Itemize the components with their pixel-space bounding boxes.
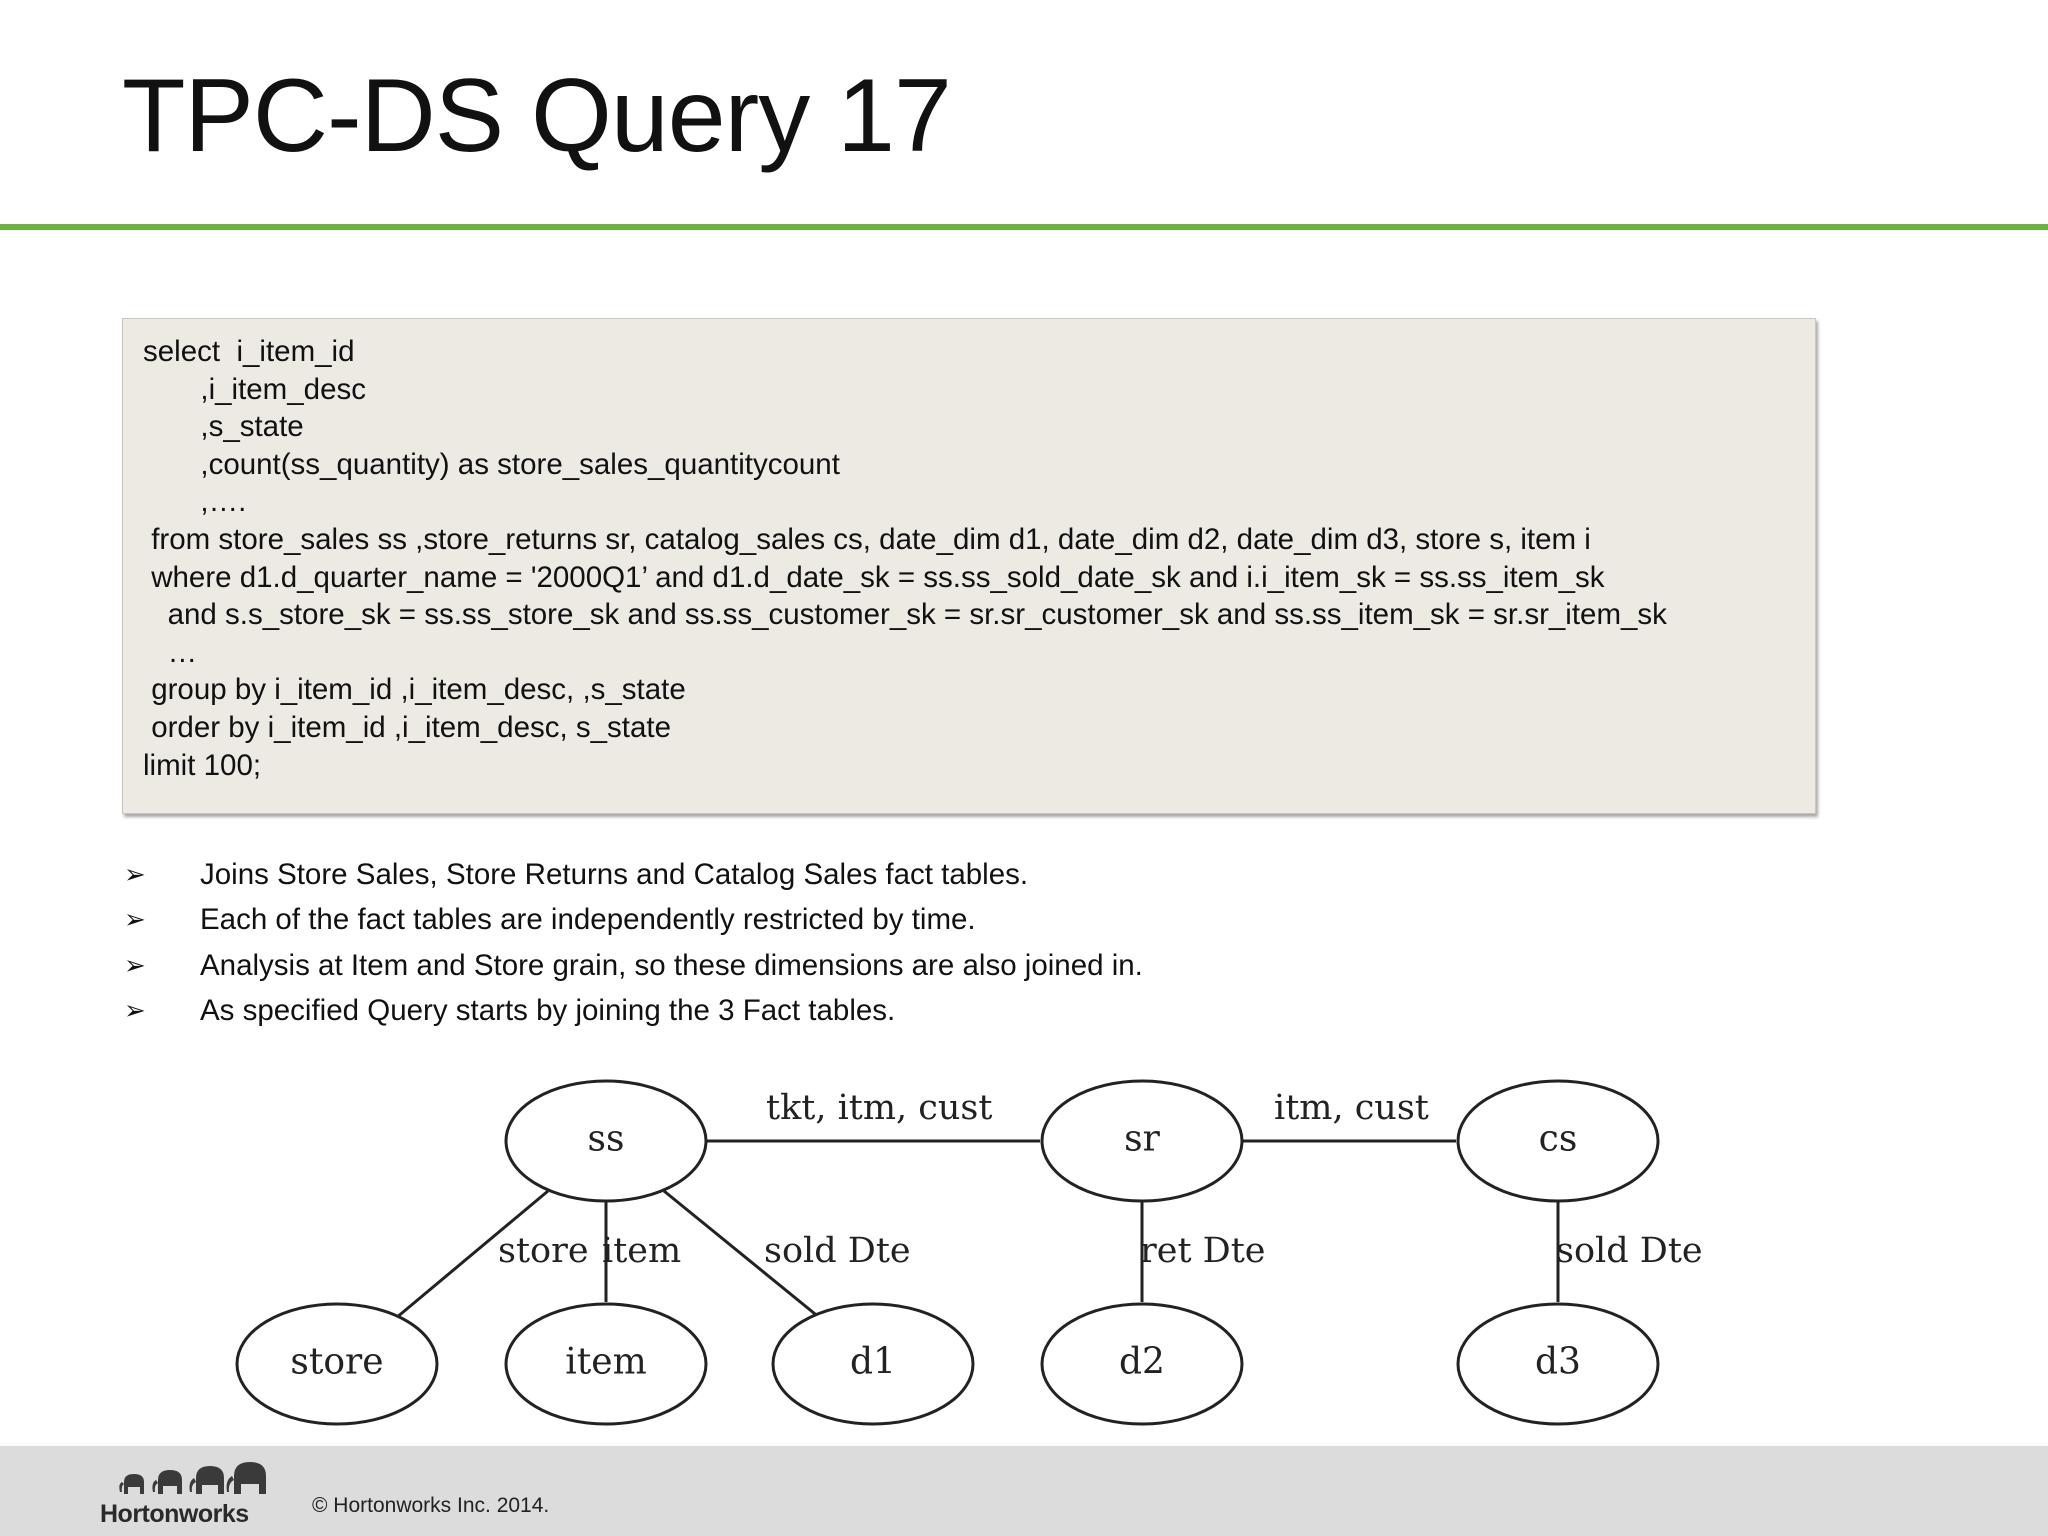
code-line: order by i_item_id ,i_item_desc, s_state — [143, 710, 671, 744]
node-label-d2: d2 — [1119, 1342, 1165, 1383]
edge-label-sr-d2: ret Dte — [1140, 1231, 1265, 1271]
bullet-text: Analysis at Item and Store grain, so the… — [200, 948, 1143, 982]
arrow-bullet-icon: ➢ — [124, 994, 146, 1025]
node-label-store: store — [290, 1342, 383, 1383]
slide-title: TPC-DS Query 17 — [122, 58, 952, 174]
edge-label-ss-item: item — [602, 1231, 681, 1271]
node-d2 — [1040, 1302, 1244, 1426]
code-line: ,count(ss_quantity) as store_sales_quant… — [143, 447, 840, 481]
hortonworks-logo: Hortonworks — [100, 1460, 270, 1528]
edge-label-ss-store: store — [498, 1231, 589, 1271]
node-cs — [1456, 1079, 1660, 1203]
code-line: group by i_item_id ,i_item_desc, ,s_stat… — [143, 673, 686, 707]
bullet-text: Joins Store Sales, Store Returns and Cat… — [200, 858, 1029, 891]
node-ss — [504, 1079, 708, 1203]
elephant-herd-icon — [119, 1462, 266, 1494]
arrow-bullet-icon: ➢ — [124, 949, 146, 980]
code-line: select i_item_id — [143, 335, 355, 368]
node-label-sr: sr — [1124, 1119, 1160, 1160]
node-label-ss: ss — [588, 1119, 625, 1160]
title-divider — [0, 224, 2048, 230]
edge-label-ss-d1: sold Dte — [764, 1231, 911, 1271]
node-label-d1: d1 — [850, 1342, 896, 1383]
code-line: and s.s_store_sk = ss.ss_store_sk and ss… — [143, 598, 1667, 632]
code-line: from store_sales ss ,store_returns sr, c… — [143, 522, 1591, 556]
node-item — [504, 1302, 708, 1426]
node-label-item: item — [565, 1342, 646, 1383]
edge-label-ss-sr: tkt, itm, cust — [766, 1088, 992, 1128]
node-label-cs: cs — [1539, 1119, 1578, 1160]
join-diagram: ss sr cs store item d1 d2 d3 tkt, itm, c… — [235, 1079, 1703, 1426]
bullet-text: Each of the fact tables are independentl… — [200, 903, 976, 937]
arrow-bullet-icon: ➢ — [124, 859, 146, 889]
edge-ss-d1 — [663, 1189, 821, 1320]
bullet-item: ➢ Each of the fact tables are independen… — [122, 897, 1822, 942]
code-line: … — [143, 635, 198, 669]
code-line: ,…. — [143, 485, 247, 519]
node-sr — [1040, 1079, 1244, 1203]
footer-bar: Hortonworks © Hortonworks Inc. 2014. — [0, 1446, 2048, 1536]
code-line: ,s_state — [143, 410, 304, 444]
code-line: ,i_item_desc — [143, 372, 366, 406]
bullet-item: ➢ Joins Store Sales, Store Returns and C… — [122, 852, 1822, 897]
bullet-list: ➢ Joins Store Sales, Store Returns and C… — [122, 852, 1822, 1033]
bullet-item: ➢ As specified Query starts by joining t… — [122, 988, 1822, 1033]
code-line: limit 100; — [143, 748, 262, 782]
code-line: where d1.d_quarter_name = '2000Q1’ and d… — [143, 560, 1605, 594]
logo-wordmark: Hortonworks — [100, 1500, 249, 1528]
edge-ss-store — [395, 1189, 549, 1320]
arrow-bullet-icon: ➢ — [124, 904, 146, 935]
edge-label-cs-d3: sold Dte — [1556, 1231, 1703, 1271]
node-label-d3: d3 — [1535, 1342, 1581, 1383]
bullet-item: ➢ Analysis at Item and Store grain, so t… — [122, 943, 1822, 988]
edge-label-sr-cs: itm, cust — [1274, 1088, 1429, 1128]
sql-code-box: select i_item_id ,i_item_desc ,s_state ,… — [122, 318, 1816, 814]
copyright-text: © Hortonworks Inc. 2014. — [312, 1494, 550, 1517]
node-d1 — [771, 1302, 975, 1426]
node-d3 — [1456, 1302, 1660, 1426]
bullet-text: As specified Query starts by joining the… — [200, 993, 896, 1027]
node-store — [235, 1302, 439, 1426]
